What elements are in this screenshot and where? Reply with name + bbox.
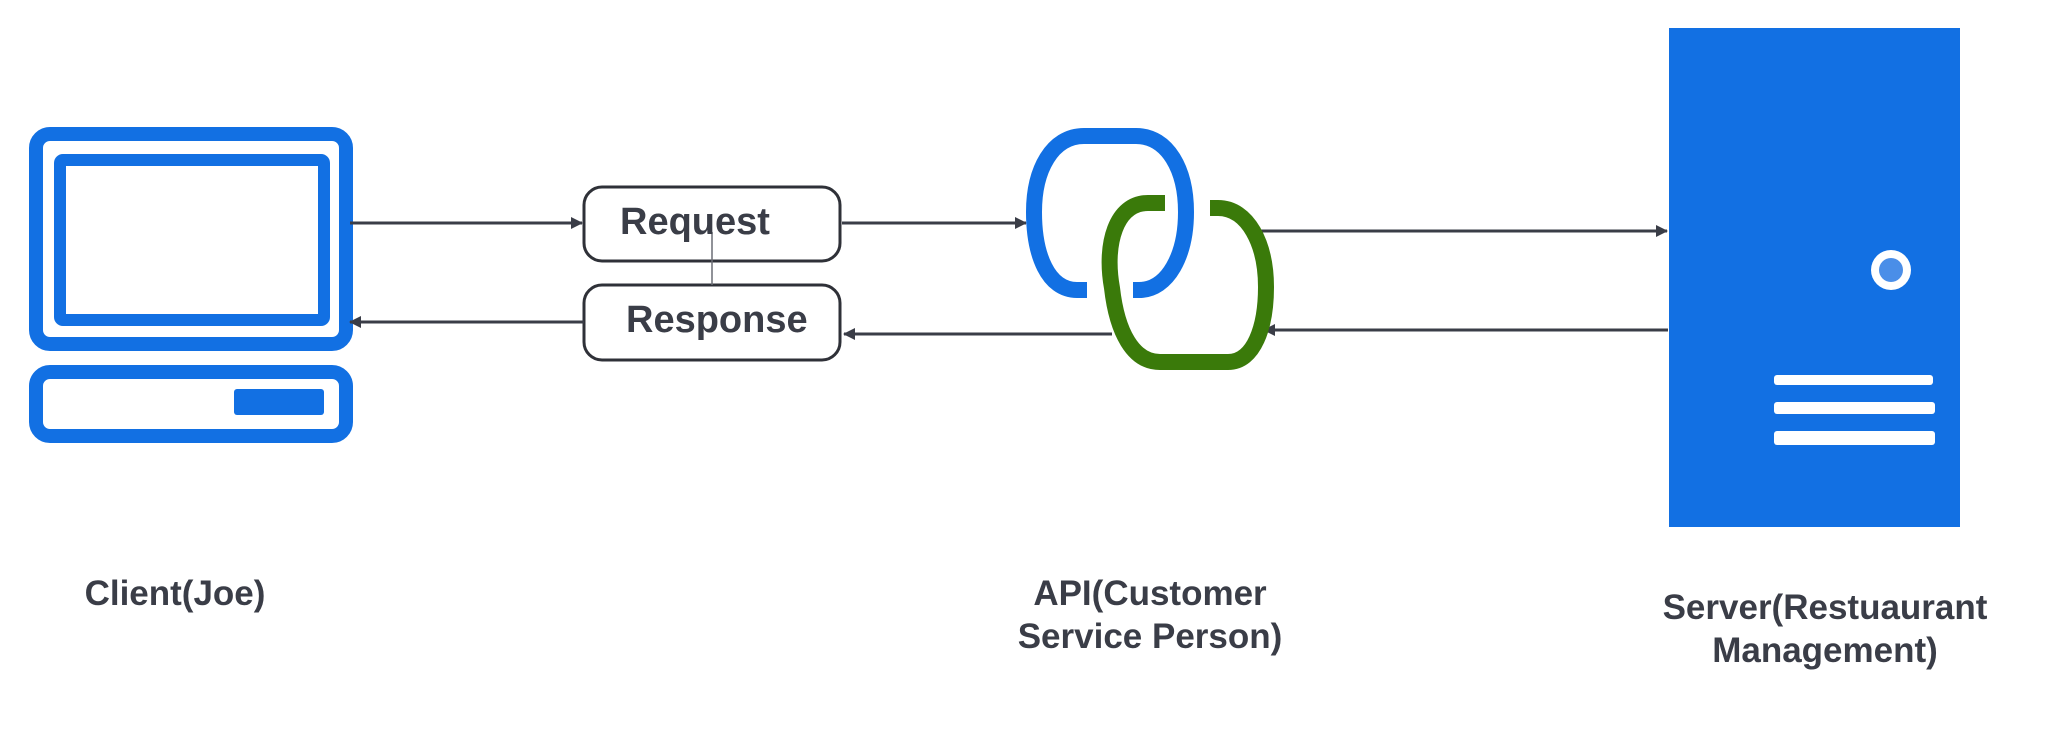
client-label: Client(Joe) [84, 574, 266, 613]
server-tower-icon [1669, 28, 1960, 527]
response-label: Response [626, 299, 808, 341]
desktop-computer-icon [29, 127, 353, 443]
chain-link-icon [1025, 128, 1275, 370]
api-label-line1: API(Customer [1033, 574, 1267, 613]
server-label-line2: Management) [1712, 631, 1938, 670]
api-label-line2: Service Person) [1017, 617, 1283, 656]
request-label: Request [620, 201, 770, 243]
server-label-line1: Server(Restuaurant [1662, 588, 1988, 627]
